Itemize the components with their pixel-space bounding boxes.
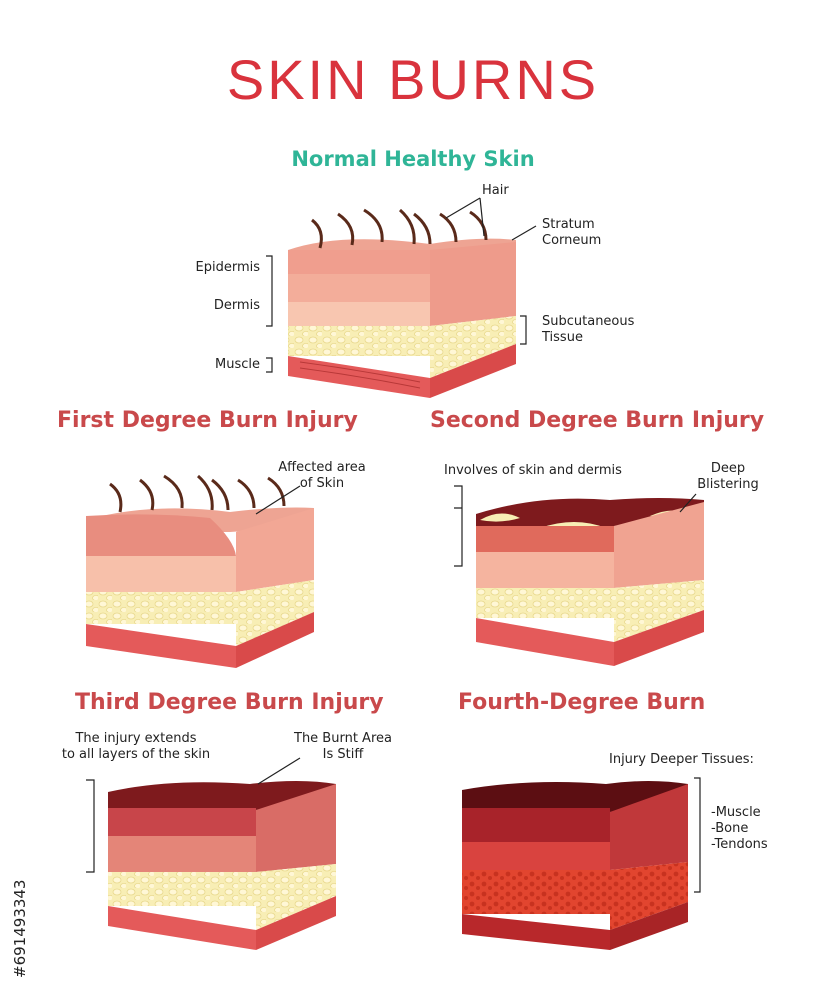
- normal-skin-heading: Normal Healthy Skin: [291, 147, 535, 171]
- burnt-area-stiff-label: The Burnt Area Is Stiff: [294, 731, 392, 762]
- page-title: SKIN BURNS: [226, 48, 600, 111]
- third-degree-heading: Third Degree Burn Injury: [75, 690, 384, 715]
- second-degree-heading: Second Degree Burn Injury: [430, 408, 765, 433]
- injury-deeper-tissues-label: Injury Deeper Tissues:: [609, 752, 754, 767]
- injury-extends-label: The injury extends to all layers of the …: [61, 731, 211, 762]
- dermis-label: Dermis: [213, 298, 260, 313]
- affected-area-label: Affected area of Skin: [278, 460, 366, 491]
- first-degree-heading: First Degree Burn Injury: [57, 408, 358, 433]
- third-degree-block: [86, 757, 336, 950]
- normal-skin-block: [266, 197, 537, 398]
- stock-id-text: #691493343: [11, 880, 29, 978]
- involves-skin-dermis-label: Involves of skin and dermis: [444, 463, 622, 478]
- first-degree-block: [86, 474, 314, 668]
- muscle-label: Muscle: [215, 357, 260, 372]
- fourth-degree-heading: Fourth-Degree Burn: [458, 690, 706, 715]
- second-degree-block: [454, 485, 704, 666]
- fourth-degree-block: [462, 777, 701, 950]
- stratum-corneum-label: Stratum Corneum: [542, 217, 602, 248]
- subcutaneous-tissue-label: Subcutaneous Tissue: [542, 314, 635, 345]
- deeper-tissues-list: -Muscle -Bone -Tendons: [711, 805, 768, 852]
- stock-id-watermark: #691493343: [11, 880, 29, 978]
- deep-blistering-label: Deep Blistering: [697, 461, 759, 492]
- epidermis-label: Epidermis: [195, 260, 261, 275]
- hair-label: Hair: [482, 183, 509, 198]
